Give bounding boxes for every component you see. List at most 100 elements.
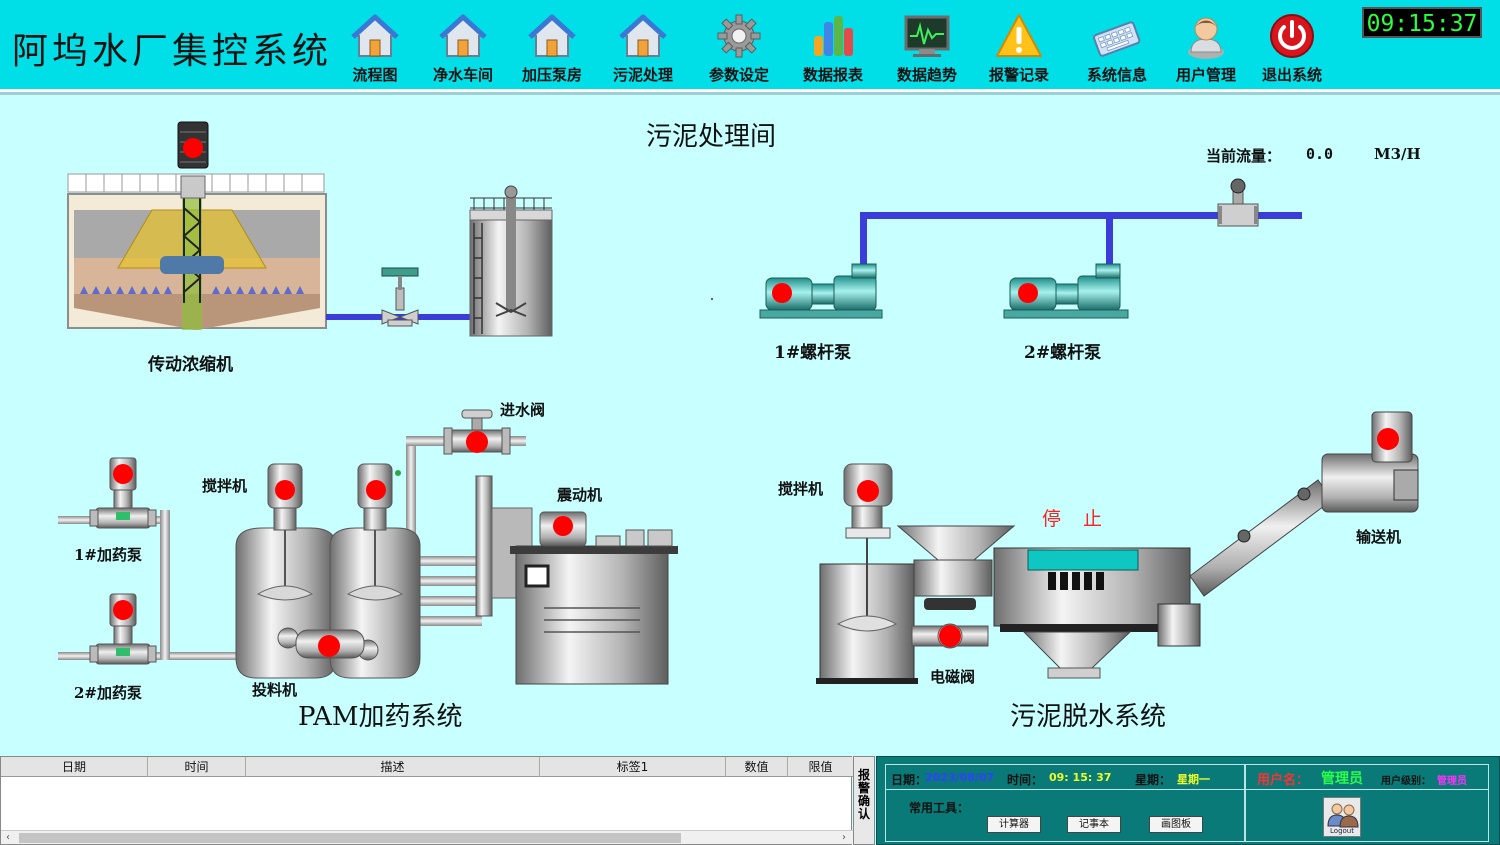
discharge-pipe: [860, 212, 1302, 270]
logout-label: Logout: [1330, 827, 1354, 835]
nav-label: 用户管理: [1175, 66, 1236, 84]
pam-mixer1-status-indicator: [275, 480, 295, 500]
nav-label: 加压泵房: [521, 66, 582, 84]
flow-value: 0.0: [1306, 145, 1334, 163]
screw-pump-1[interactable]: [759, 263, 883, 319]
inlet-valve[interactable]: [443, 409, 511, 455]
nav-data-trend[interactable]: 数据趋势: [885, 12, 969, 88]
house-icon: [439, 14, 487, 57]
keyboard-icon: [1093, 21, 1141, 57]
header-bar: 阿坞水厂集控系统 流程图 净水车间 加压泵房 污泥处理: [0, 0, 1500, 95]
solenoid-valve[interactable]: [911, 598, 989, 649]
column-value[interactable]: 数值: [726, 757, 788, 777]
nav-label: 退出系统: [1261, 66, 1322, 84]
column-description[interactable]: 描述: [246, 757, 540, 777]
paint-button[interactable]: 画图板: [1149, 816, 1203, 833]
info-box-date-row: [885, 764, 1245, 790]
thickener[interactable]: [67, 121, 327, 330]
nav-purification-workshop[interactable]: 净水车间: [421, 12, 505, 88]
nav-data-report[interactable]: 数据报表: [791, 12, 875, 88]
dosing-pump-1[interactable]: [89, 457, 157, 529]
nav-sludge-treatment[interactable]: 污泥处理: [601, 12, 685, 88]
time-label: 时间：: [1007, 773, 1044, 787]
user-label: 用户名：: [1257, 773, 1310, 788]
nav-alarm-records[interactable]: 报警记录: [977, 12, 1061, 88]
dewatering-machine[interactable]: [896, 525, 1201, 679]
nav-user-management[interactable]: 用户管理: [1164, 12, 1248, 88]
gate-valve[interactable]: [381, 267, 419, 327]
pump1-status-indicator: [772, 283, 792, 303]
dewater-mixing-tank[interactable]: [816, 463, 918, 684]
feeder-status-indicator: [318, 635, 340, 657]
week-label: 星期：: [1135, 773, 1172, 787]
clock-display: 09:15:37: [1362, 7, 1482, 38]
logout-button[interactable]: Logout: [1323, 797, 1361, 837]
nav-label: 流程图: [352, 66, 398, 84]
process-diagram: 污泥处理间 当前流量： 0.0 M3/H 传动浓缩机 1#螺杆泵 2#螺杆泵 进…: [0, 98, 1500, 753]
nav-exit-system[interactable]: 退出系统: [1250, 12, 1334, 88]
info-box-user-row: [1245, 764, 1489, 790]
dosing-pump1-label: 1#加药泵: [74, 546, 143, 564]
user-value: 管理员: [1321, 771, 1363, 787]
conveyor-status-indicator: [1377, 428, 1399, 450]
status-info-panel: 日期： 2023/08/07 时间： 09: 15: 37 星期： 星期一 常用…: [876, 756, 1500, 845]
column-limit[interactable]: 限值: [808, 760, 833, 774]
scrollbar-thumb[interactable]: [19, 833, 681, 843]
dosing-pump2-status-indicator: [113, 600, 133, 620]
column-date[interactable]: 日期: [1, 757, 148, 777]
scroll-left-icon[interactable]: ‹: [6, 832, 10, 843]
user-level-value: 管理员: [1437, 776, 1467, 787]
pam-mixer2-status-indicator: [366, 480, 386, 500]
horizontal-scrollbar[interactable]: ‹ ›: [1, 830, 853, 844]
pump2-label: 2#螺杆泵: [1024, 343, 1102, 363]
scroll-right-icon[interactable]: ›: [842, 832, 846, 843]
column-tag[interactable]: 标签1: [540, 757, 726, 777]
feeder-label: 投料机: [252, 681, 298, 699]
vibrator-status-indicator: [553, 516, 573, 536]
date-value: 2023/08/07: [925, 771, 995, 784]
feeder-pump[interactable]: [277, 627, 379, 661]
dewater-mixer-status-indicator: [857, 480, 879, 502]
notepad-button[interactable]: 记事本: [1067, 816, 1121, 833]
app-title: 阿坞水厂集控系统: [12, 31, 333, 72]
alarm-ack-button[interactable]: 报警确认: [853, 756, 875, 845]
flow-meter-valve[interactable]: [1217, 178, 1259, 227]
nav-label: 数据报表: [802, 66, 863, 84]
nav-system-info[interactable]: 系统信息: [1075, 12, 1159, 88]
alarm-table-header: 日期 时间 描述 标签1 数值 限值: [1, 757, 853, 777]
alarm-table: 日期 时间 描述 标签1 数值 限值 ‹ ›: [0, 756, 853, 845]
nav-label: 参数设定: [708, 66, 769, 84]
inlet-valve-status-indicator: [466, 431, 488, 453]
thickener-status-indicator: [183, 138, 203, 158]
nav-label: 报警记录: [988, 66, 1049, 84]
screw-conveyor[interactable]: [1189, 411, 1419, 597]
power-icon: [1270, 14, 1314, 58]
nav-booster-pump-room[interactable]: 加压泵房: [510, 12, 594, 88]
inlet-valve-label: 进水阀: [500, 401, 546, 419]
dosing-pump-2[interactable]: [89, 593, 157, 665]
house-icon: [351, 14, 399, 57]
nav-label: 系统信息: [1086, 66, 1147, 84]
date-label: 日期：: [891, 773, 928, 787]
nav-label: 净水车间: [432, 66, 493, 84]
flow-label: 当前流量：: [1206, 147, 1282, 165]
dewater-system-label: 污泥脱水系统: [1010, 702, 1167, 732]
pam-preparation-machine[interactable]: [475, 475, 678, 685]
nav-flowchart[interactable]: 流程图: [333, 12, 417, 88]
dewater-status-text: 停 止: [1042, 508, 1111, 530]
week-value: 星期一: [1177, 773, 1210, 786]
nav-parameter-settings[interactable]: 参数设定: [697, 12, 781, 88]
warning-icon: [996, 14, 1042, 57]
nav-label: 污泥处理: [612, 66, 673, 84]
column-time[interactable]: 时间: [148, 757, 246, 777]
dosing-pump2-label: 2#加药泵: [74, 684, 143, 702]
solenoid-valve-label: 电磁阀: [930, 668, 976, 686]
calculator-button[interactable]: 计算器: [987, 816, 1041, 833]
thickener-label: 传动浓缩机: [148, 355, 233, 375]
pump2-status-indicator: [1018, 283, 1038, 303]
screw-pump-2[interactable]: [1003, 263, 1129, 319]
process-scene: [58, 121, 1419, 685]
sludge-storage-tank[interactable]: [469, 185, 553, 337]
house-icon: [619, 14, 667, 57]
house-icon: [528, 14, 576, 57]
